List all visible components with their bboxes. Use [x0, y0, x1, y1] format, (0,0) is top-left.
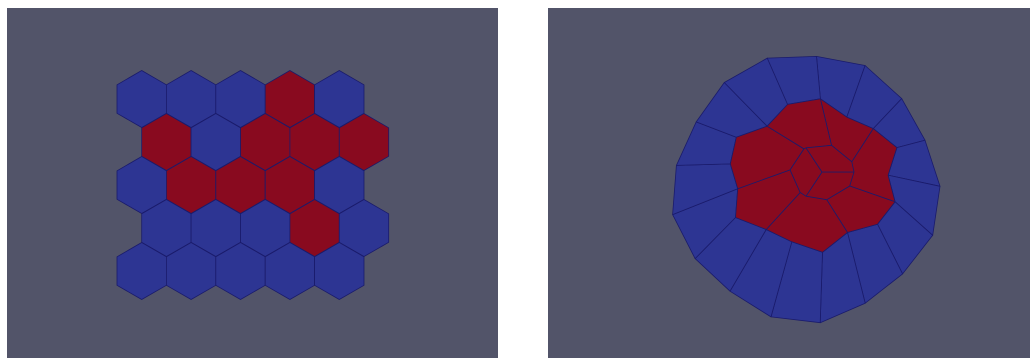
mesh-scene — [0, 0, 1030, 358]
